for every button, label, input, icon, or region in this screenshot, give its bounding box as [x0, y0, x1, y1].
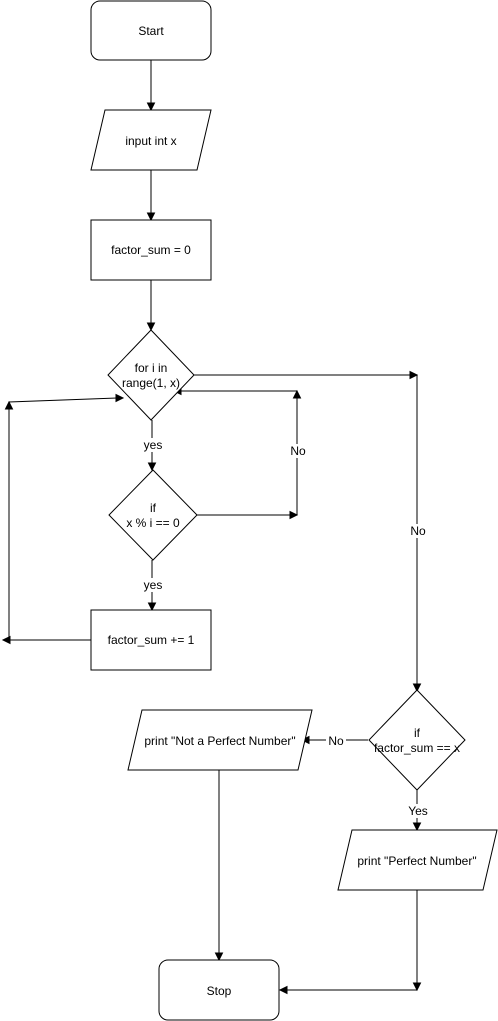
edge-label-check-yes: Yes — [408, 804, 428, 818]
arrowhead — [4, 400, 14, 410]
arrowhead — [289, 510, 299, 520]
arrowhead — [1, 635, 11, 645]
arrowhead — [412, 683, 422, 693]
arrowhead — [146, 102, 156, 112]
print-perfect-label: print "Perfect Number" — [357, 854, 476, 868]
increment-node: factor_sum += 1 — [90, 609, 212, 671]
loop-label-line1: for i in — [135, 361, 168, 375]
arrowhead — [214, 952, 224, 962]
arrowhead — [146, 212, 156, 222]
arrowhead — [146, 322, 156, 332]
condition-node: if x % i == 0 — [108, 469, 198, 561]
check-label-line2: factor_sum == x — [374, 741, 460, 755]
edge-labels: yes yes No No No Yes — [142, 438, 429, 818]
input-node: input int x — [90, 109, 212, 171]
init-label: factor_sum = 0 — [111, 243, 191, 257]
edge-cond-no-to-loop — [180, 390, 298, 516]
input-label: input int x — [125, 134, 176, 148]
arrowhead — [292, 389, 302, 399]
loop-label-line2: range(1, x) — [122, 376, 180, 390]
start-label: Start — [138, 24, 164, 38]
arrowhead — [115, 393, 125, 403]
edge-label-loop-no: No — [410, 524, 426, 538]
edge-label-loop-yes: yes — [144, 438, 163, 452]
edge-label-cond-no: No — [290, 444, 306, 458]
init-node: factor_sum = 0 — [90, 219, 212, 281]
start-node: Start — [90, 0, 212, 61]
cond-label-line1: if — [150, 501, 157, 515]
edge-label-cond-yes: yes — [144, 578, 163, 592]
print-not-perfect-node: print "Not a Perfect Number" — [127, 709, 313, 771]
edge-print-yes-to-stop — [286, 890, 418, 991]
arrowhead — [147, 602, 157, 612]
arrowhead — [147, 462, 157, 472]
arrowhead — [409, 370, 419, 380]
arrowhead — [278, 985, 288, 995]
stop-label: Stop — [207, 984, 232, 998]
increment-label: factor_sum += 1 — [108, 633, 195, 647]
cond-label-line2: x % i == 0 — [126, 516, 180, 530]
check-node: if factor_sum == x — [368, 689, 466, 791]
print-not-perfect-label: print "Not a Perfect Number" — [144, 734, 295, 748]
arrowhead — [412, 982, 422, 992]
edge-loop-exit-to-check — [194, 374, 418, 685]
edge-label-check-no: No — [328, 734, 344, 748]
edge-increment-to-loop — [8, 397, 118, 641]
print-perfect-node: print "Perfect Number" — [337, 829, 498, 891]
arrowhead — [412, 822, 422, 832]
check-label-line1: if — [414, 726, 421, 740]
loop-decision-node: for i in range(1, x) — [107, 329, 195, 421]
stop-node: Stop — [158, 959, 280, 1021]
